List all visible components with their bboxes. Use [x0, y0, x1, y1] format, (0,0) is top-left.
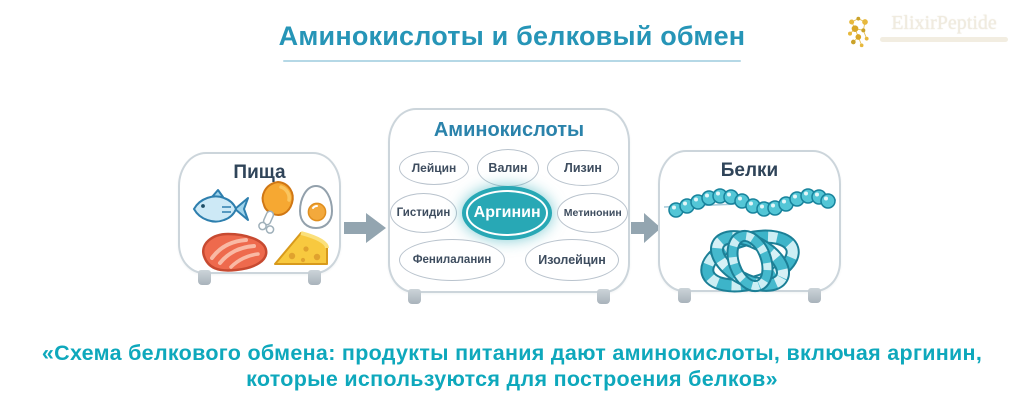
food-panel: Пища — [178, 152, 341, 285]
title-underline — [283, 60, 741, 62]
food-panel-title: Пища — [233, 162, 286, 183]
amino-panel: Аминокислоты Лейцин Валин Лизин Гистидин… — [388, 108, 630, 304]
panel-foot — [198, 270, 211, 285]
page-title: Аминокислоты и белковый обмен — [278, 21, 746, 51]
amino-bubble-row: Лейцин Валин Лизин — [390, 149, 628, 187]
cheese-icon — [274, 231, 329, 265]
caption-line-2: которые используются для построения белк… — [246, 367, 778, 392]
caption-line-1: «Схема белкового обмена: продукты питани… — [41, 341, 983, 365]
amino-bubble-methionine: Метинонин — [557, 193, 628, 233]
protein-panel: Белки — [658, 150, 841, 303]
brand-logo: ElixirPeptide — [845, 12, 1008, 52]
amino-bubble-row: Фенилаланин Изолейцин — [390, 239, 628, 281]
amino-bubble-row: Гистидин Аргинин Метинонин — [390, 190, 628, 236]
panel-foot — [678, 288, 691, 303]
fish-icon — [192, 189, 249, 223]
arrow-amino-to-protein-icon — [631, 213, 661, 243]
meat-steak-icon — [201, 232, 268, 272]
molecule-icon — [848, 16, 869, 48]
chicken-drumstick-icon — [258, 180, 294, 234]
amino-bubble-leucine: Лейцин — [399, 151, 469, 185]
logo-text: ElixirPeptide — [891, 12, 997, 34]
amino-panel-title: Аминокислоты — [433, 119, 585, 141]
arrow-food-to-amino-icon — [344, 213, 386, 243]
amino-acid-chain-illustration — [663, 188, 836, 218]
amino-bubble-histidine: Гистидин — [390, 193, 457, 233]
amino-bubble-isoleucine: Изолейцин — [525, 239, 619, 281]
panel-foot — [408, 289, 421, 304]
amino-bubble-lysine: Лизин — [547, 150, 619, 186]
panel-foot — [597, 289, 610, 304]
amino-bubble-phenylalanine: Фенилаланин — [399, 239, 505, 281]
amino-bubble-valine: Валин — [477, 149, 539, 187]
boiled-egg-icon — [298, 184, 334, 230]
amino-bubble-arginine-highlighted: Аргинин — [465, 190, 549, 236]
panel-foot — [808, 288, 821, 303]
logo-tagline — [880, 37, 1008, 42]
protein-panel-title: Белки — [720, 160, 779, 181]
panel-foot — [308, 270, 321, 285]
protein-knot-illustration — [699, 229, 800, 293]
caption: «Схема белкового обмена: продукты питани… — [0, 340, 1024, 392]
